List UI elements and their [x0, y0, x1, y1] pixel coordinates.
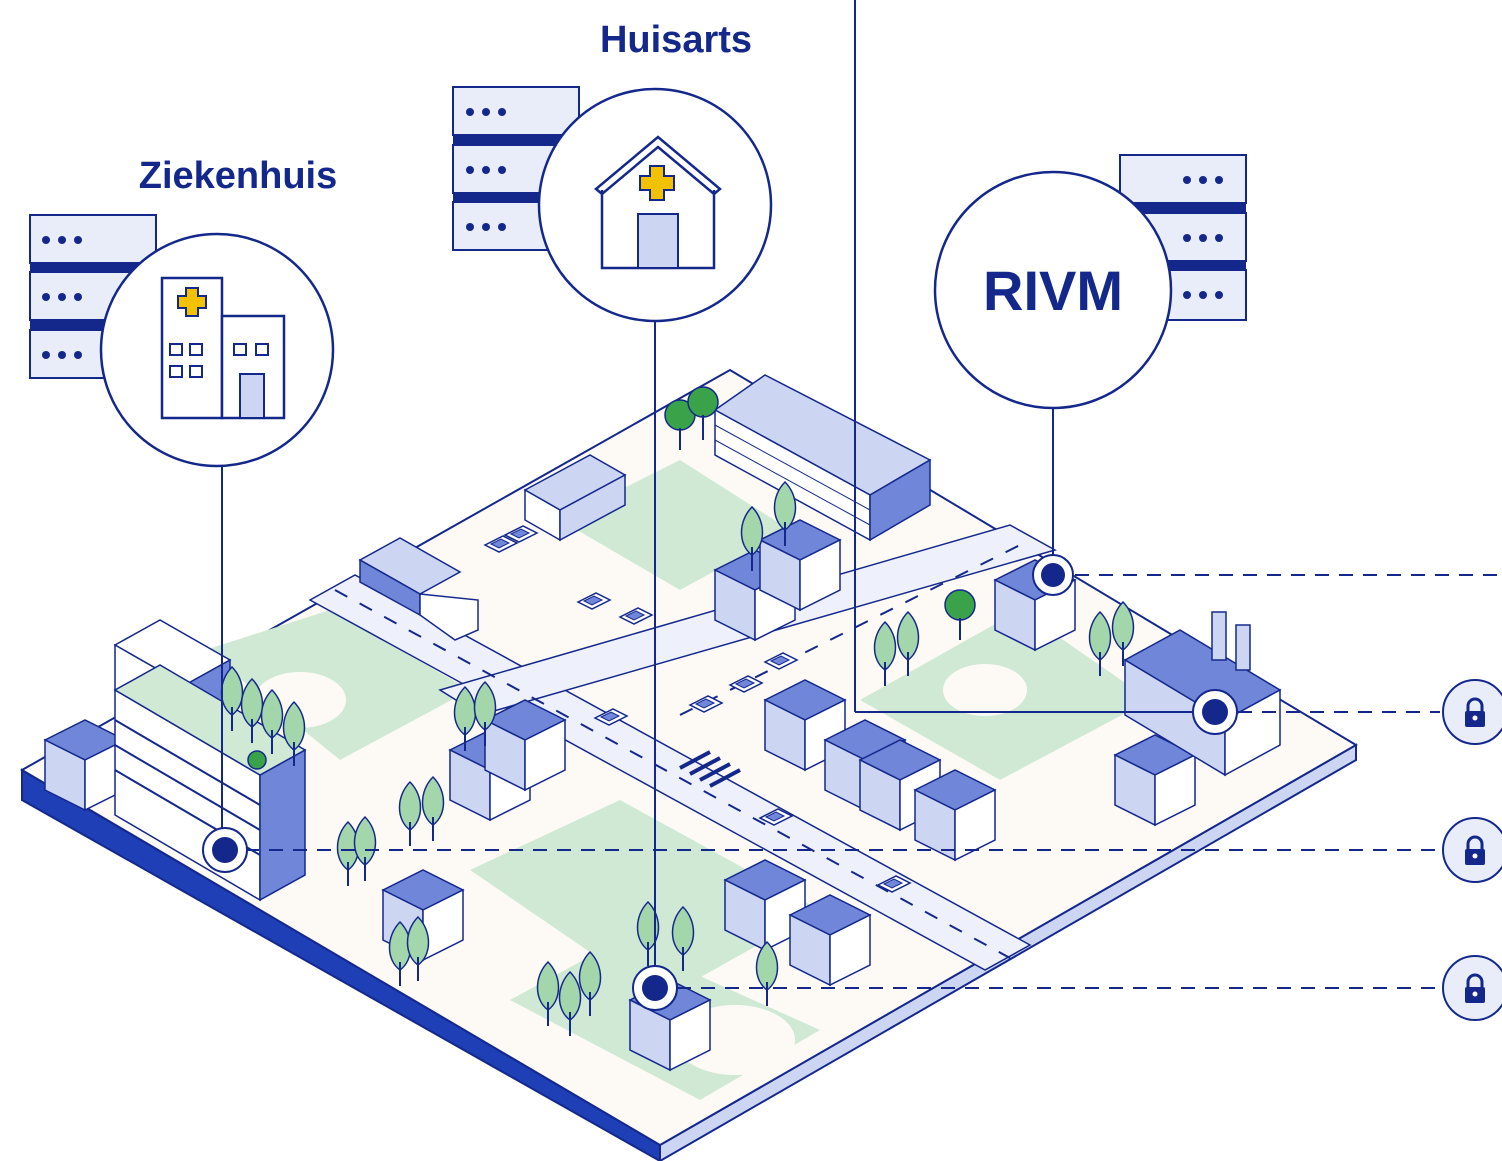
hospital-callout: [99, 232, 335, 468]
hospital-label: Ziekenhuis: [139, 155, 338, 197]
node-factory: [1192, 689, 1238, 735]
rivm-label: RIVM: [983, 259, 1123, 322]
padlock-icon: [1442, 817, 1502, 883]
node-rivm-site: [1032, 554, 1074, 596]
hospital-building-icon: [160, 276, 286, 420]
crosswalk: [679, 750, 741, 788]
green-tree-cluster: [247, 386, 976, 770]
padlock-icon: [1442, 955, 1502, 1021]
house-with-cross-icon: [594, 135, 722, 270]
gp-callout: [537, 87, 773, 323]
office-block: [713, 374, 932, 542]
connection-lines: [221, 0, 1502, 989]
padlock-icon: [1442, 679, 1502, 745]
data-nodes: [202, 554, 1238, 1011]
truck: [358, 537, 479, 641]
warehouse: [523, 454, 627, 542]
rivm-server-stack: [1119, 154, 1247, 321]
park-areas: [205, 460, 1150, 1100]
node-gp-house: [632, 965, 678, 1011]
rivm-callout: [933, 170, 1173, 410]
trees: [220, 386, 1135, 1037]
node-hospital: [202, 827, 248, 873]
gp-label: Huisarts: [600, 19, 752, 61]
